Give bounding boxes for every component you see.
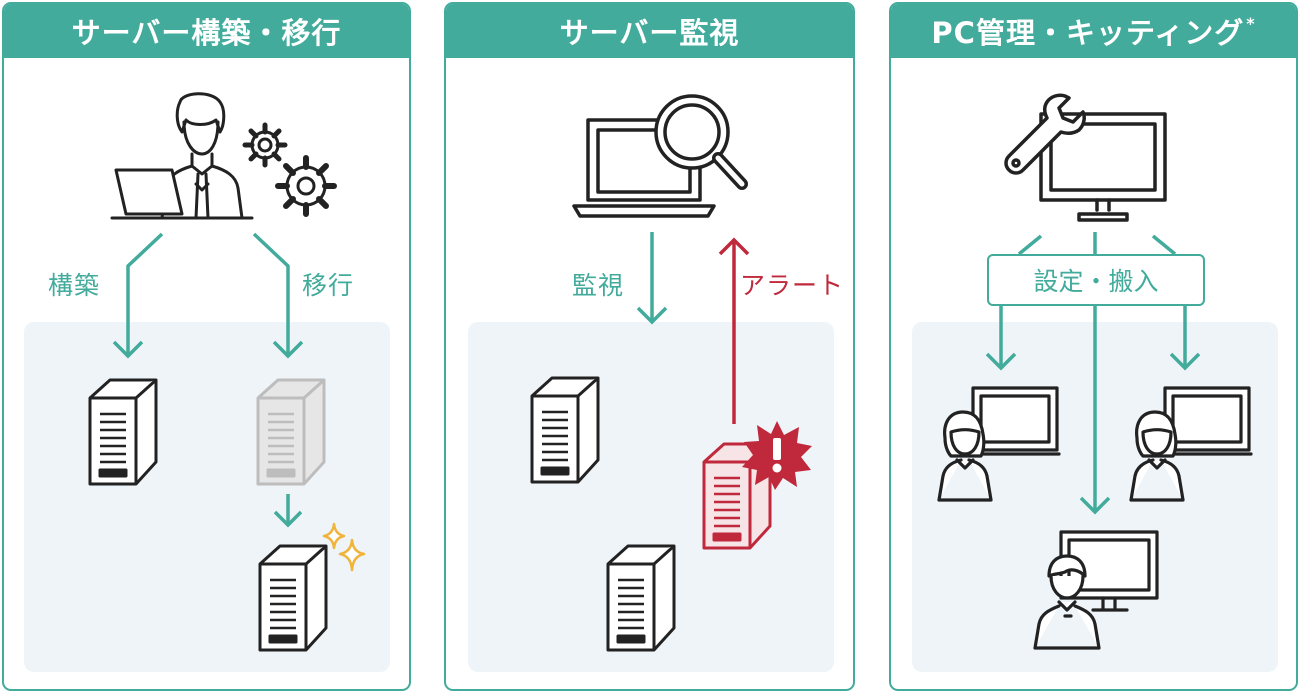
footnote-mark: * (1246, 14, 1256, 33)
label-setup: 設定・搬入 (987, 254, 1205, 306)
panel-title: サーバー構築・移行 (4, 4, 409, 58)
arrows (985, 232, 1201, 515)
sparkle-icon (322, 522, 366, 572)
label-alert: アラート (740, 271, 845, 300)
panel-pc-kitting: PC管理・キッティング* 設定・搬入 (889, 2, 1298, 691)
arrows (636, 232, 750, 424)
panel-area (24, 322, 390, 672)
user-laptop-icon (1129, 386, 1253, 502)
server-icon (88, 378, 158, 486)
panel-title: PC管理・キッティング* (891, 4, 1296, 58)
label-build: 構築 (48, 271, 101, 300)
user-laptop-icon (937, 386, 1061, 502)
user-monitor-icon (1033, 530, 1159, 650)
server-icon (530, 376, 600, 484)
label-monitor: 監視 (572, 271, 625, 300)
laptop-magnifier-icon (572, 94, 748, 218)
gear-icon (275, 155, 337, 217)
arrows (112, 232, 304, 528)
server-new-icon (258, 544, 328, 652)
server-alert-icon (702, 442, 772, 550)
panel-server-build: サーバー構築・移行 構築 移行 (2, 2, 411, 691)
panel-title: サーバー監視 (446, 4, 853, 58)
engineer-laptop-icon (110, 92, 254, 220)
panel-server-monitoring: サーバー監視 監視 アラート (444, 2, 855, 691)
server-icon (606, 544, 676, 652)
exclamation-burst-icon (742, 421, 812, 490)
server-old-icon (256, 378, 326, 486)
gear-icon (242, 122, 288, 168)
label-migrate: 移行 (302, 271, 355, 300)
wrench-monitor-icon (1004, 93, 1167, 222)
